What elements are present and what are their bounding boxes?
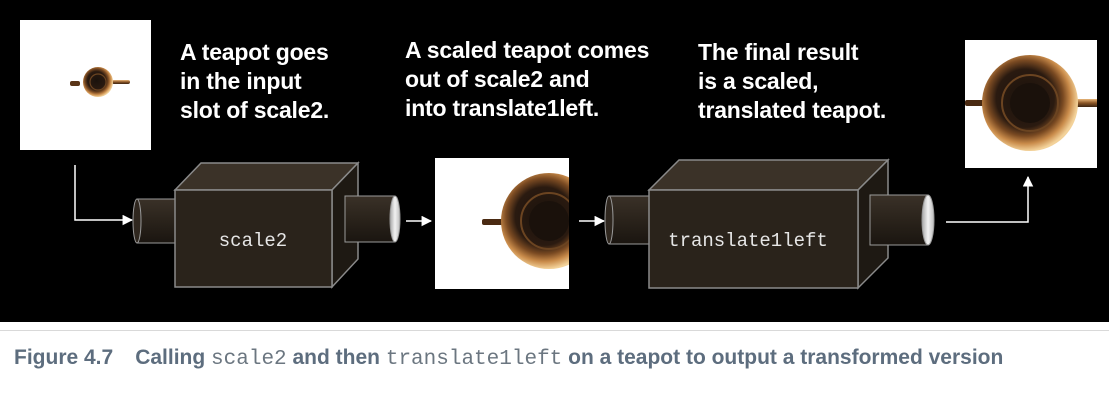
annotation-input-slot: A teapot goes in the input slot of scale… [180, 39, 330, 123]
translate1left-output-port [869, 194, 935, 246]
translate1left-label: translate1left [668, 230, 828, 252]
final-teapot-image [965, 40, 1097, 168]
input-teapot-image [20, 20, 151, 150]
scale2-input-port [132, 198, 178, 244]
teapot-icon [965, 55, 1097, 151]
diagram-canvas: scale2 [20, 20, 1097, 290]
scale2-label: scale2 [219, 230, 287, 252]
figure-caption: Figure 4.7 Calling scale2 and then transl… [14, 342, 1074, 375]
scale2-function-box: scale2 [132, 161, 401, 289]
caption-divider [0, 330, 1109, 331]
caption-text-part-1: Calling [135, 346, 212, 369]
teapot-icon [482, 173, 569, 269]
caption-code-scale2: scale2 [211, 348, 287, 371]
caption-text-part-3: on a teapot to output a transformed vers… [562, 346, 1004, 369]
translate1left-input-port [604, 195, 652, 245]
annotation-final-result: The final result is a scaled, translated… [698, 39, 887, 123]
figure-number: Figure 4.7 [14, 346, 114, 369]
diagram-panel: scale2 [0, 0, 1109, 322]
annotation-scaled-output: A scaled teapot comes out of scale2 and … [405, 37, 650, 121]
arrow-input-to-scale2 [74, 165, 134, 226]
arrow-translate-to-final-image [946, 175, 1034, 223]
caption-text-part-2: and then [286, 346, 386, 369]
scaled-teapot-image [435, 158, 569, 289]
caption-code-translate1left: translate1left [385, 348, 563, 371]
translate1left-function-box: translate1left [604, 158, 935, 290]
teapot-icon [70, 67, 130, 97]
caption-area: Figure 4.7 Calling scale2 and then transl… [0, 322, 1109, 417]
scale2-output-port [344, 195, 401, 243]
